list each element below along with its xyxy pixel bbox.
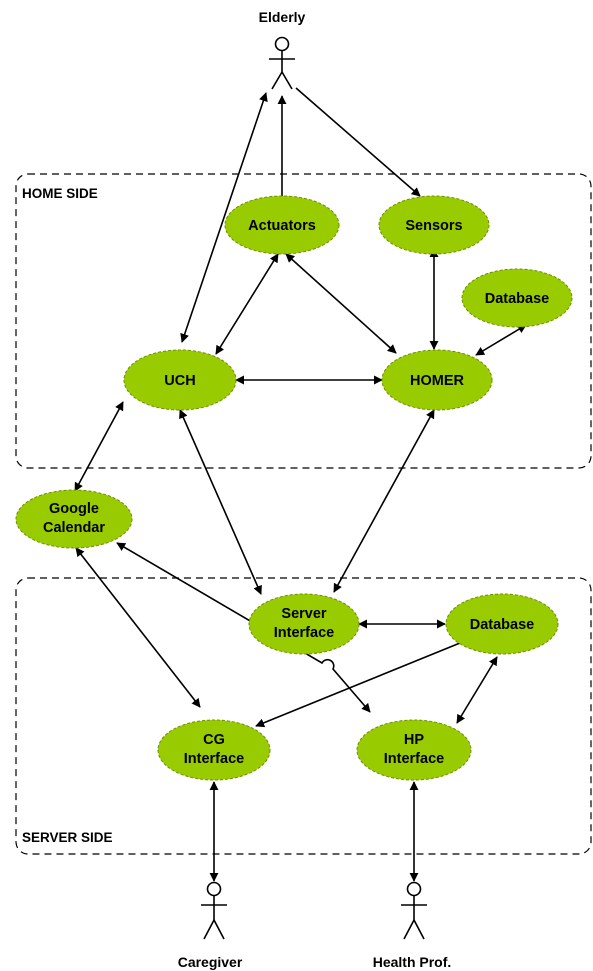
actor-caregiver: Caregiver [178, 881, 243, 970]
node-server-interface: Server Interface [248, 593, 360, 655]
node-home-database-label: Database [485, 291, 549, 307]
node-hp-interface-label-line1: HP [404, 732, 424, 748]
node-uch: UCH [123, 349, 237, 411]
connection-elderly-sensors [295, 87, 421, 197]
node-actuators-label: Actuators [248, 218, 316, 234]
node-google-calendar-label-line2: Calendar [43, 520, 105, 536]
node-home-database: Database [461, 268, 573, 328]
node-actuators-shape [224, 195, 340, 255]
node-cg-interface: CG Interface [157, 719, 271, 781]
node-google-calendar-shape [15, 489, 133, 549]
connection-database-cg-interface [255, 642, 461, 728]
node-homer-shape [381, 349, 493, 411]
connection-homer-server-interface [333, 409, 435, 593]
node-sensors: Sensors [378, 195, 490, 255]
connection-actuators-homer [285, 253, 397, 354]
node-server-database-label: Database [470, 617, 534, 633]
connections [74, 87, 527, 882]
server-side-region: SERVER SIDE [15, 577, 592, 855]
node-homer: HOMER [381, 349, 493, 411]
node-cg-interface-shape [157, 719, 271, 781]
node-google-calendar-label-line1: Google [49, 501, 99, 517]
node-hp-interface-shape [356, 719, 472, 781]
connection-calendar-uch [74, 401, 124, 492]
node-server-database-shape [445, 593, 559, 655]
node-server-interface-label-line1: Server [281, 606, 327, 622]
node-google-calendar: Google Calendar [15, 489, 133, 549]
person-icon [269, 36, 295, 90]
connection-uch-actuators [215, 253, 279, 355]
node-sensors-label: Sensors [405, 218, 462, 234]
connection-calendar-cg-interface [75, 547, 201, 708]
home-side-label: HOME SIDE [22, 186, 98, 201]
connection-uch-server-interface [179, 409, 262, 595]
node-hp-interface: HP Interface [356, 719, 472, 781]
connection-elderly-uch [180, 92, 268, 343]
person-icon [201, 881, 227, 940]
server-side-boundary [15, 577, 592, 855]
node-actuators: Actuators [224, 195, 340, 255]
node-cg-interface-label-line2: Interface [184, 751, 244, 767]
actor-elderly-label: Elderly [259, 9, 306, 25]
actor-caregiver-label: Caregiver [178, 954, 243, 970]
node-uch-shape [123, 349, 237, 411]
node-cg-interface-label-line1: CG [203, 732, 225, 748]
node-server-interface-label-line2: Interface [274, 625, 334, 641]
node-home-database-shape [461, 268, 573, 328]
node-server-database: Database [445, 593, 559, 655]
node-homer-label: HOMER [410, 373, 465, 389]
actor-health-prof: Health Prof. [373, 881, 452, 970]
connection-database-hp-interface [456, 656, 498, 724]
node-server-interface-shape [248, 593, 360, 655]
actor-elderly: Elderly [259, 9, 306, 90]
person-icon [401, 881, 427, 940]
connection-calendar-hp-interface [116, 542, 371, 713]
node-uch-label: UCH [164, 373, 195, 389]
node-hp-interface-label-line2: Interface [384, 751, 444, 767]
connection-homer-database [475, 324, 527, 356]
node-sensors-shape [378, 195, 490, 255]
server-side-label: SERVER SIDE [22, 830, 113, 845]
actor-health-prof-label: Health Prof. [373, 954, 452, 970]
home-side-region: HOME SIDE [15, 173, 592, 469]
home-side-boundary [15, 173, 592, 469]
